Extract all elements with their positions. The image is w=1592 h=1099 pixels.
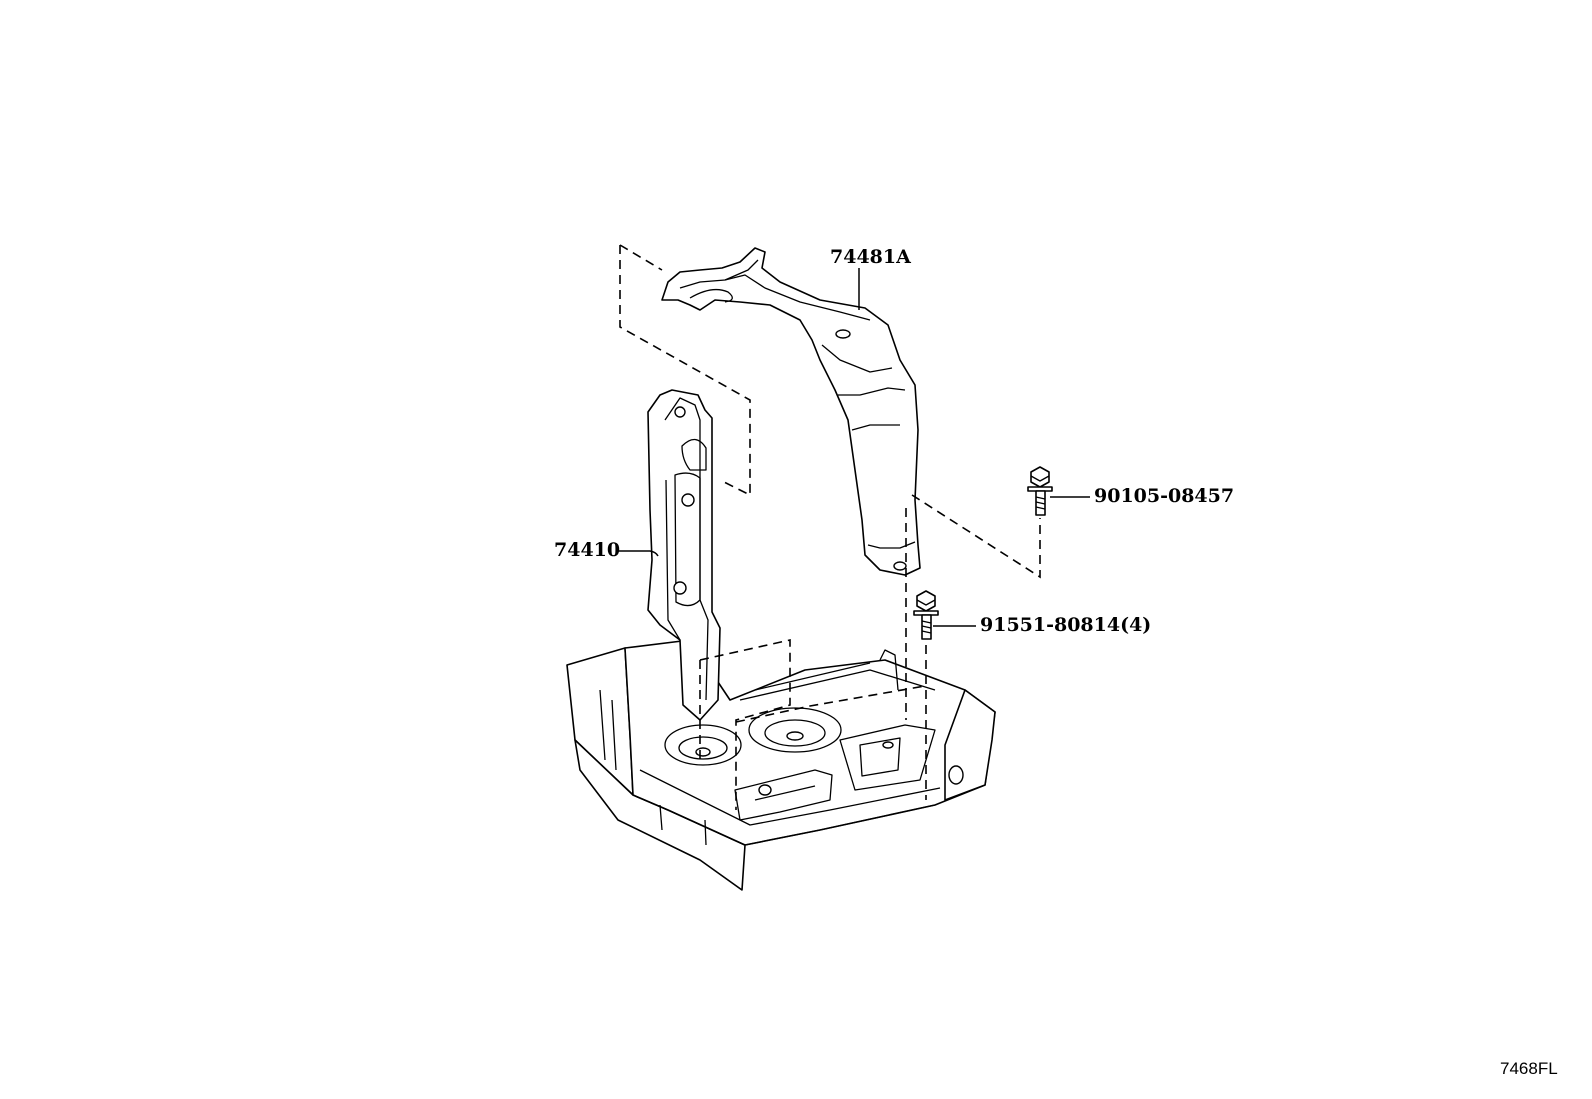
part-label-90105-08457: 90105-08457 <box>1094 485 1234 507</box>
leader-lines <box>617 268 1090 627</box>
assembly-lines <box>619 244 1041 810</box>
part-label-74410: 74410 <box>554 539 620 561</box>
bolt-91551-80814[interactable] <box>913 590 939 640</box>
bolt-90105-08457[interactable] <box>1027 466 1053 516</box>
part-label-91551-80814: 91551-80814(4) <box>980 614 1151 636</box>
illustration-code: 7468FL <box>1500 1059 1558 1078</box>
battery-tray-74410[interactable] <box>566 389 996 891</box>
part-label-74481A: 74481A <box>830 246 911 268</box>
battery-bracket-74481A[interactable] <box>661 247 921 576</box>
